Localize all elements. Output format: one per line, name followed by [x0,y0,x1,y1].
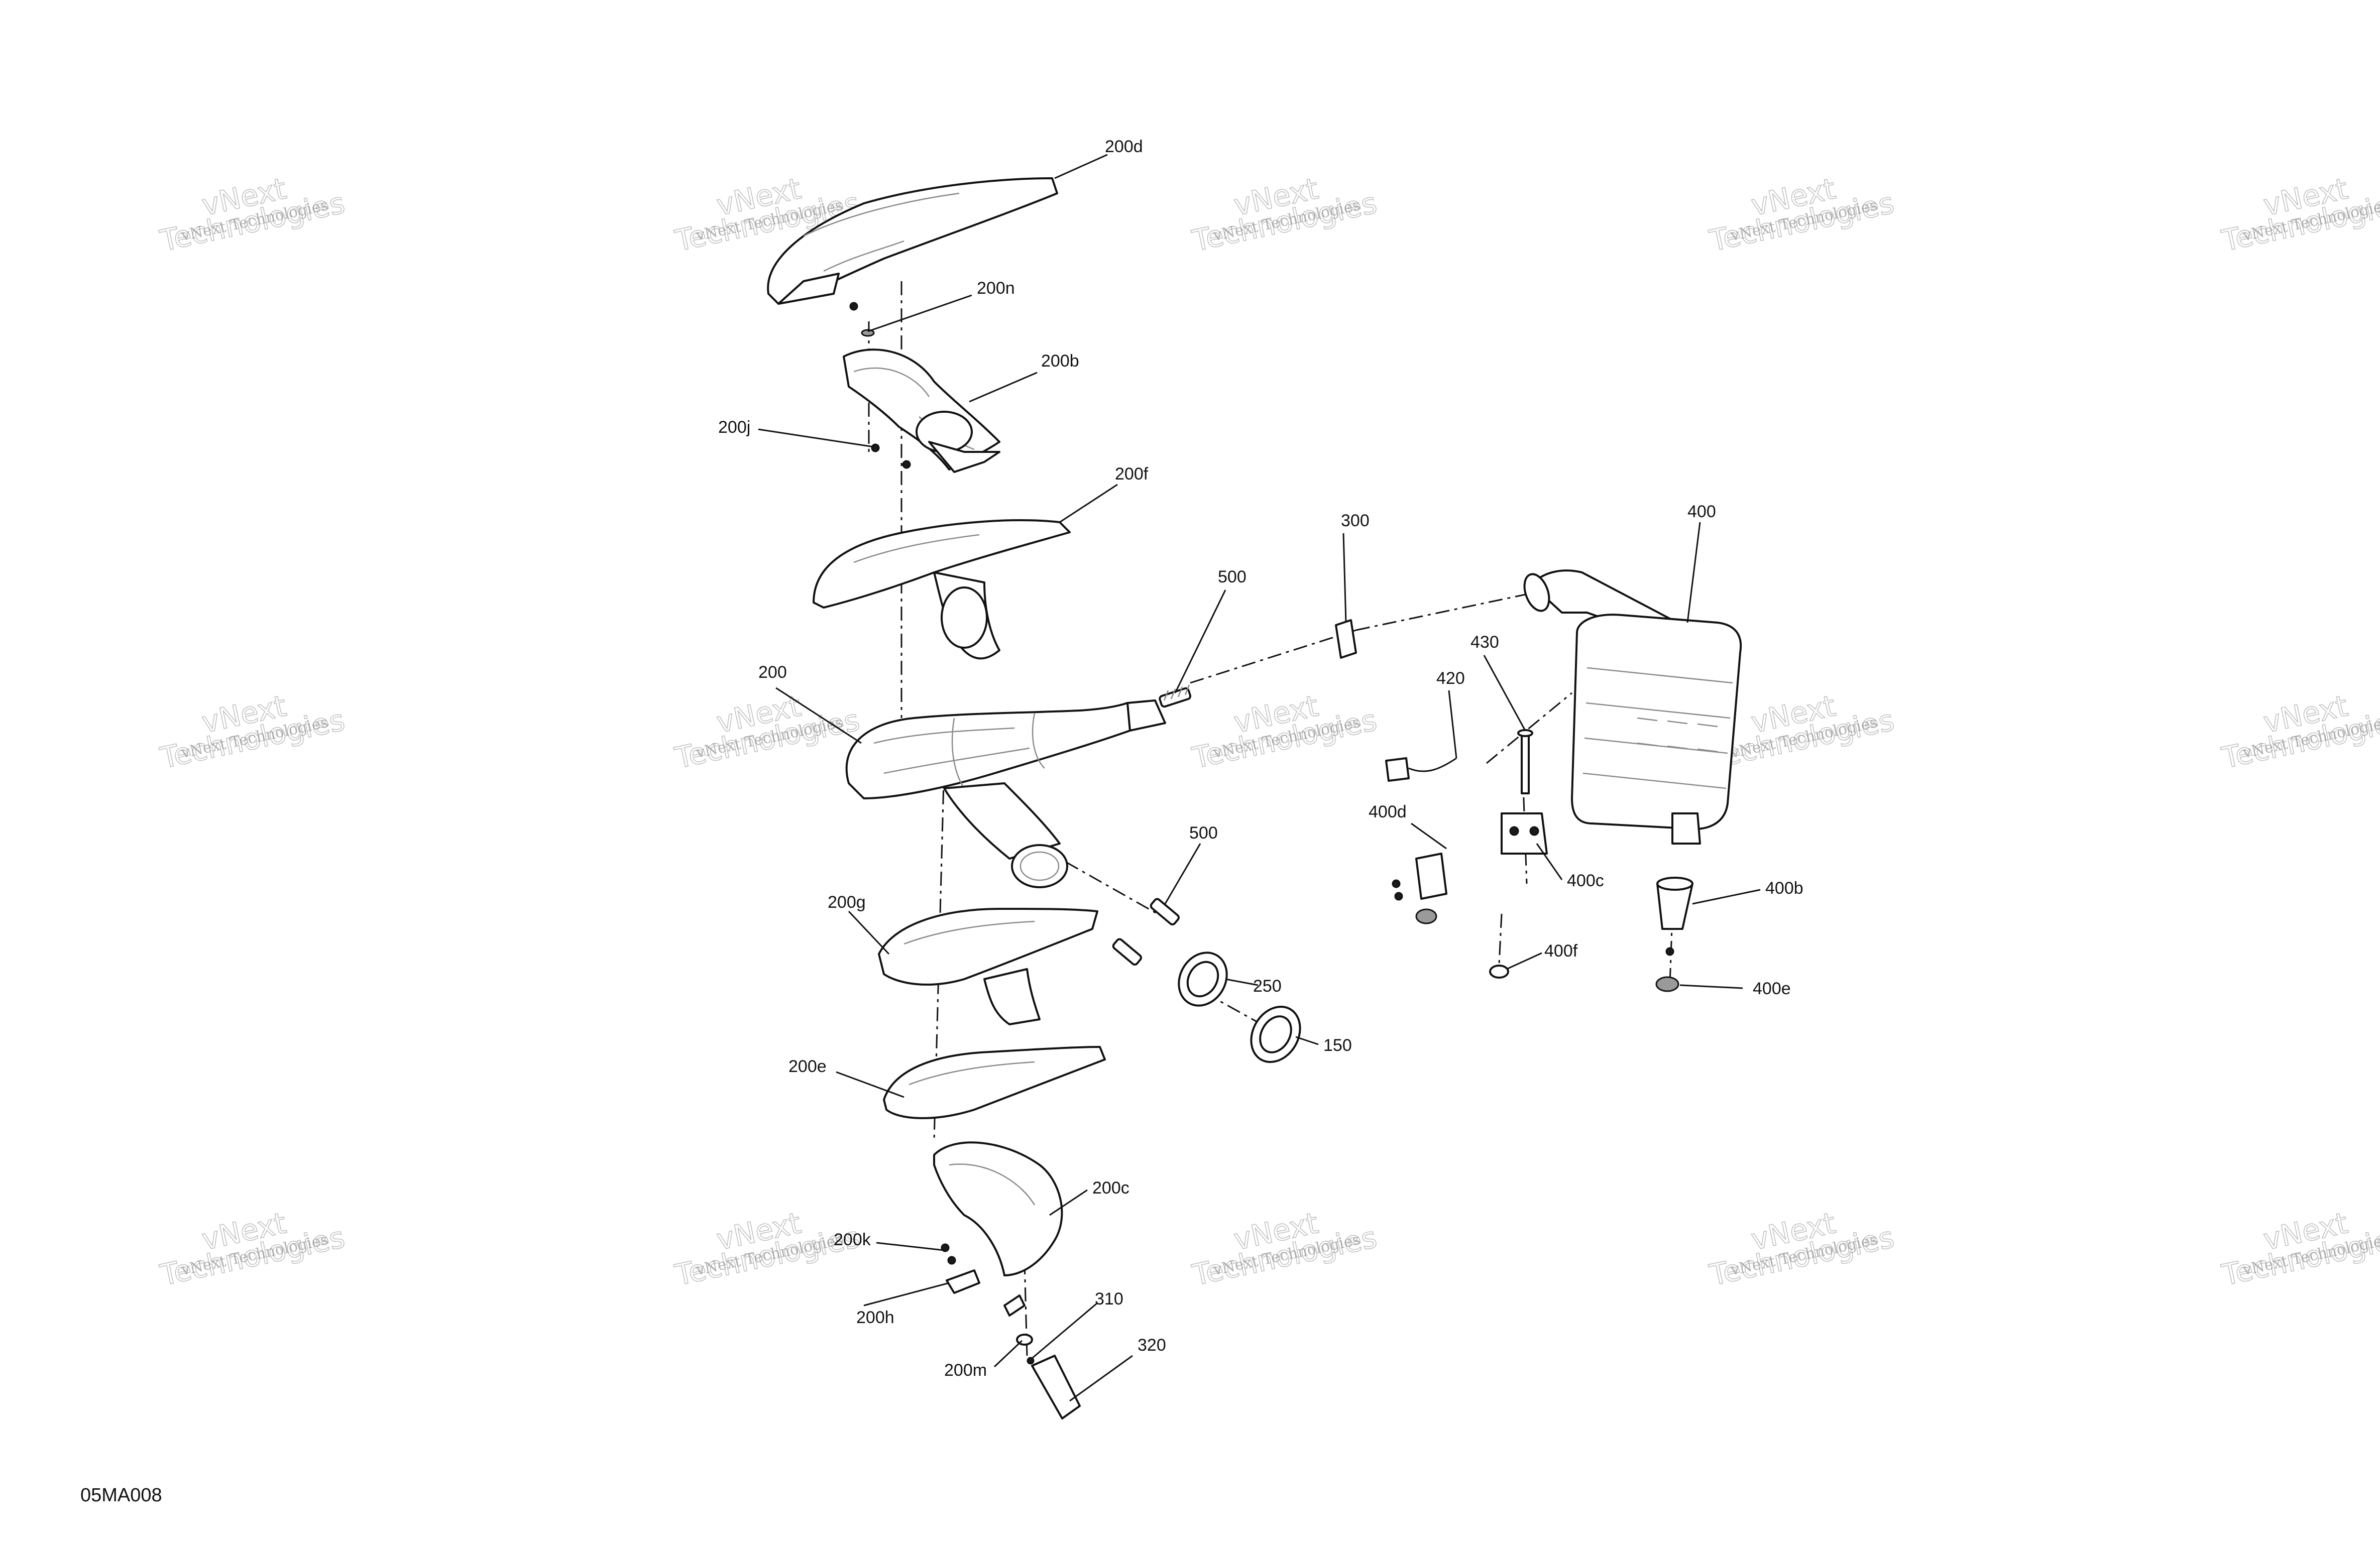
part-400c-bracket [1501,812,1548,855]
callout-200b: 200b [1041,351,1079,371]
callout-200d: 200d [1105,137,1143,156]
callout-300: 300 [1341,511,1370,530]
watermark: Technologies vNext vNext Technologies [1706,1206,1897,1293]
part-150-gasket [1250,1005,1301,1063]
part-400-silencer [1523,569,1742,845]
part-300-gasket [1335,619,1357,659]
callout-200f: 200f [1115,464,1149,484]
callout-200n: 200n [977,279,1015,298]
callout-500-lower: 500 [1189,823,1218,843]
watermark: Technologies vNext vNext Technologies [671,1206,863,1293]
part-200h-clamp [946,1269,1026,1317]
part-200k-screw [941,1243,956,1265]
callout-400c: 400c [1567,871,1604,890]
watermark: Technologies vNext vNext Technologies [157,1206,348,1293]
watermark: Technologies vNext vNext Technologies [671,171,863,259]
watermark: Technologies vNext vNext Technologies [671,688,863,776]
watermark: Technologies vNext vNext Technologies [157,171,348,259]
part-200d-upper-heat-shield [767,177,1058,311]
watermark: Technologies vNext vNext Technologies [1706,171,1897,259]
part-200g-lower-heat-shield [878,908,1098,1025]
callout-200k: 200k [834,1230,871,1249]
callout-400: 400 [1687,502,1716,521]
callout-200g: 200g [828,893,866,912]
watermark: Technologies vNext vNext Technologies [2218,171,2380,259]
callout-400d: 400d [1369,802,1407,821]
callout-leaders [758,154,1761,1402]
watermark: Technologies vNext vNext Technologies [1189,171,1380,259]
part-400b-damper [1656,877,1693,930]
part-400d-bracket [1392,853,1447,901]
callout-400e: 400e [1753,979,1791,998]
callout-400f: 400f [1544,941,1578,961]
callout-200: 200 [758,663,787,682]
watermark: Technologies vNext vNext Technologies [2218,1206,2380,1293]
watermark: Technologies vNext vNext Technologies [2218,688,2380,776]
callout-420: 420 [1436,669,1465,688]
diagram-code: 05MA008 [80,1485,162,1506]
callout-200m: 200m [944,1361,987,1380]
part-200c-pipe-shield [933,1141,1063,1276]
callout-250: 250 [1253,977,1282,996]
part-250-gasket [1178,952,1228,1007]
part-200e-shield [883,1046,1106,1119]
callout-200j: 200j [718,418,750,437]
callout-labels: 200d 200n 200b 200j 200f 200 500 300 400… [718,137,1803,1380]
callout-400b: 400b [1765,879,1803,898]
part-310-clip [1027,1357,1035,1365]
part-200-exhaust-pipe [845,699,1166,888]
callout-200e: 200e [788,1057,827,1076]
callout-500-upper: 500 [1218,567,1246,586]
callout-430: 430 [1470,633,1499,652]
watermark: Technologies vNext vNext Technologies [1189,1206,1380,1293]
part-420-sensor [1385,757,1457,782]
callout-200c: 200c [1092,1178,1129,1198]
part-320-tail-pipe [1031,1355,1081,1419]
part-200n-clip [861,329,875,337]
callout-150: 150 [1323,1036,1352,1055]
callout-200h: 200h [856,1308,894,1327]
watermark: Technologies vNext vNext Technologies [1189,688,1380,776]
callout-320: 320 [1138,1336,1166,1355]
part-500-spring-lower [1112,898,1180,966]
callout-310: 310 [1095,1289,1123,1309]
part-430-bolt [1517,729,1533,794]
watermark: Technologies vNext vNext Technologies [157,688,348,776]
part-400f-grommet [1415,908,1509,979]
watermark-layer: Technologies vNext vNext Technologies Te… [157,171,2380,1293]
part-400e-grommet [1655,947,1679,992]
part-200f-middle-heat-shield [813,519,1071,660]
part-200b-outlet-cover [843,348,1000,473]
part-500-spring-upper [1159,684,1192,708]
